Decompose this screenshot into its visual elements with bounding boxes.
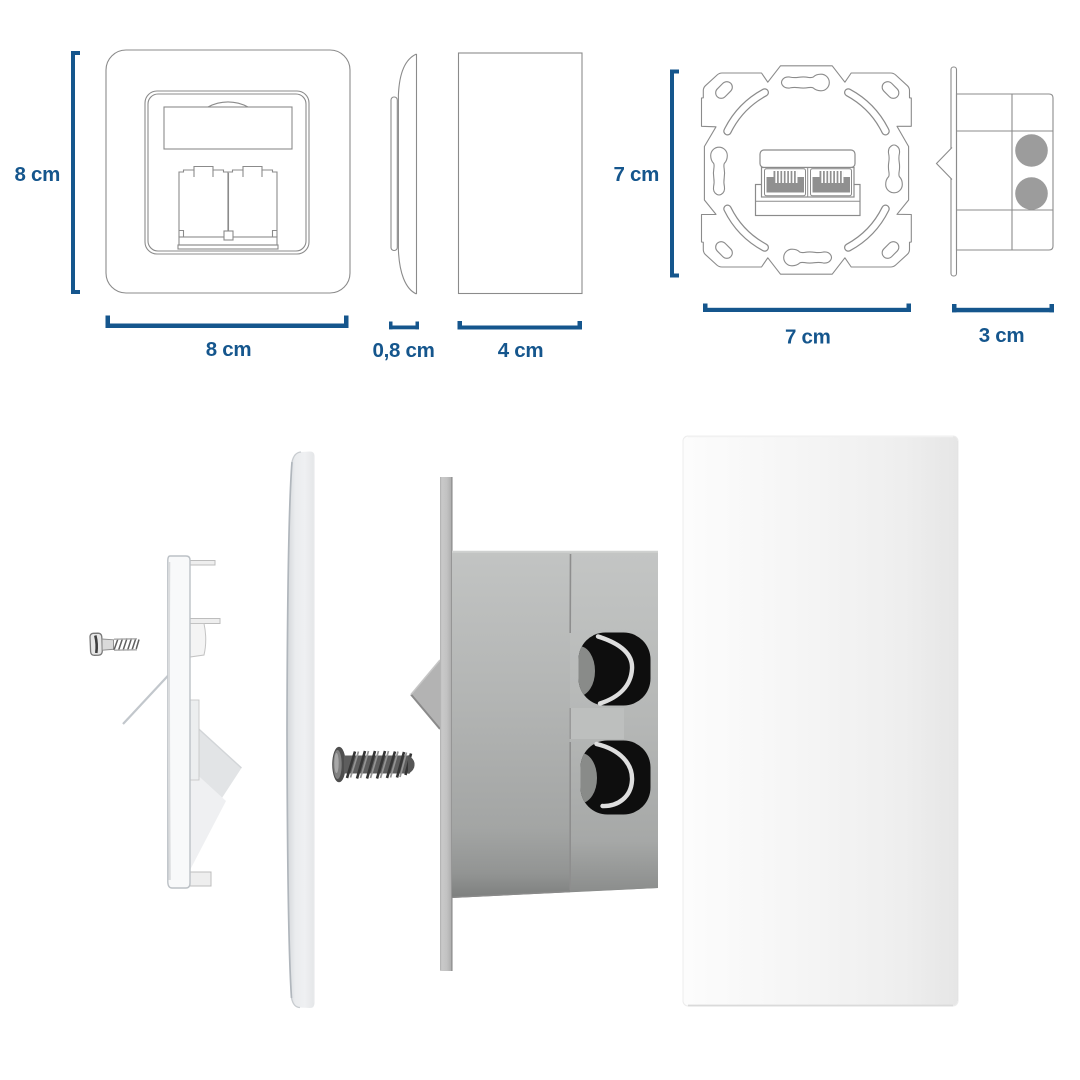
- svg-text:7 cm: 7 cm: [785, 326, 831, 349]
- svg-text:8 cm: 8 cm: [14, 163, 60, 186]
- svg-text:7 cm: 7 cm: [613, 163, 659, 186]
- svg-text:8 cm: 8 cm: [206, 338, 252, 361]
- svg-text:0,8 cm: 0,8 cm: [372, 339, 434, 362]
- svg-text:3 cm: 3 cm: [979, 324, 1025, 347]
- svg-text:4 cm: 4 cm: [498, 339, 544, 362]
